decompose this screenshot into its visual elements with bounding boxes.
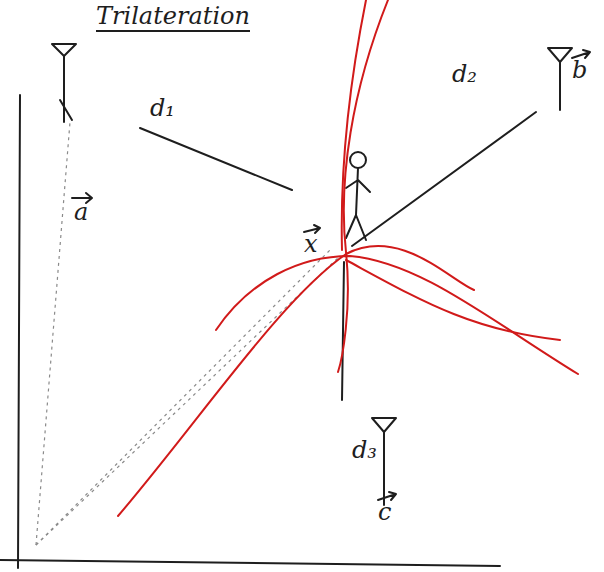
distance-line bbox=[342, 262, 344, 400]
distance-line bbox=[352, 112, 536, 246]
vector-label: a bbox=[74, 200, 88, 224]
vector-arrow bbox=[572, 50, 590, 58]
distance-label: d₁ bbox=[150, 96, 175, 120]
person-head bbox=[350, 152, 366, 168]
distance-label: d₃ bbox=[352, 438, 377, 462]
range-circle bbox=[342, 0, 366, 250]
antenna-mount bbox=[60, 100, 72, 120]
distance-label: d₂ bbox=[452, 62, 477, 86]
y-axis bbox=[18, 95, 20, 568]
antenna-symbol bbox=[52, 44, 76, 122]
range-circle bbox=[346, 260, 560, 340]
diagram-title: Trilateration bbox=[96, 4, 250, 28]
range-circle bbox=[118, 246, 474, 516]
vector-arrow bbox=[378, 492, 396, 500]
position-vector bbox=[36, 250, 330, 545]
vector-label: b bbox=[572, 58, 587, 82]
range-circle bbox=[338, 0, 388, 372]
distance-line bbox=[140, 128, 292, 190]
person-figure bbox=[346, 168, 370, 240]
vector-label: c bbox=[378, 500, 391, 524]
range-circle bbox=[216, 256, 578, 374]
position-vector bbox=[36, 122, 70, 545]
vector-label: x bbox=[304, 232, 318, 256]
x-axis bbox=[0, 560, 500, 566]
antenna-symbol bbox=[548, 48, 572, 110]
